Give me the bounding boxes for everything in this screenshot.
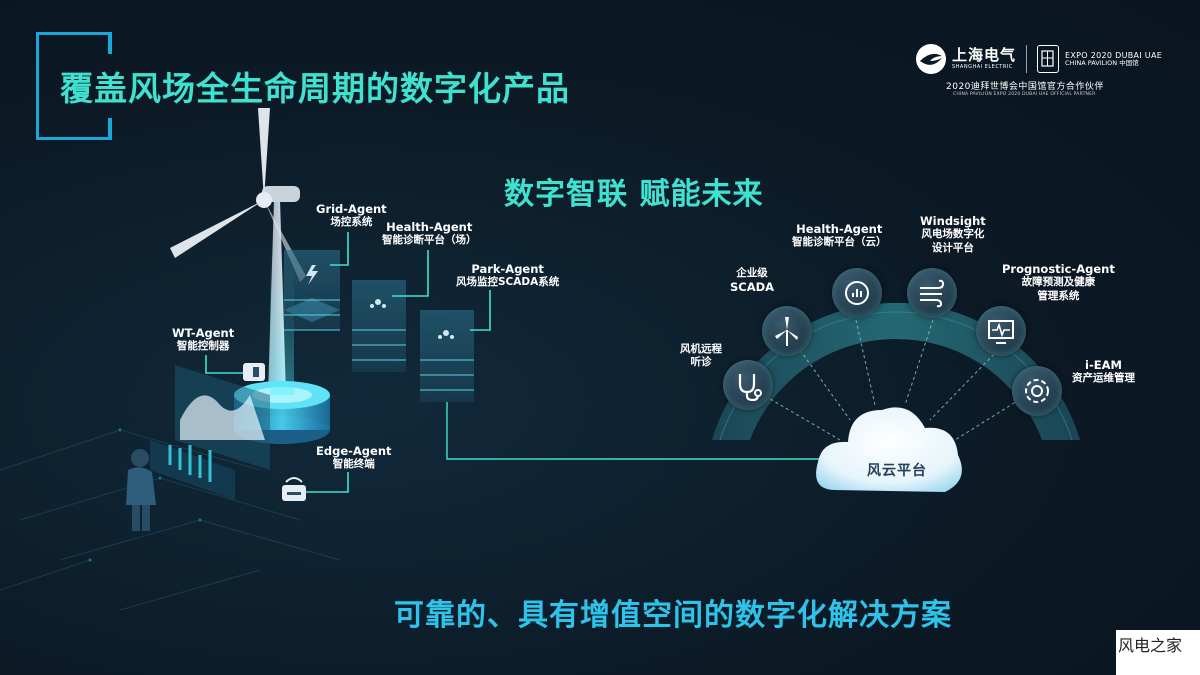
router-icon	[282, 477, 306, 501]
floor-grid	[0, 428, 341, 611]
title-bracket	[36, 32, 112, 140]
watermark-text: 风电之家	[1118, 636, 1183, 655]
network-icon	[370, 299, 386, 308]
tagline: 可靠的、具有增值空间的数字化解决方案	[394, 598, 952, 633]
china-pavilion-logo	[1037, 45, 1060, 73]
partner-text-cn: 2020迪拜世博会中国馆官方合作伙伴	[946, 82, 1104, 92]
park-agent-label: Park-Agent 风场监控SCADA系统	[456, 262, 560, 289]
health-agent-cloud-label: Health-Agent 智能诊断平台（云）	[792, 222, 887, 249]
cloud-shape	[816, 407, 962, 492]
windsight-label: Windsight 风电场数字化 设计平台	[920, 214, 986, 254]
server-stack-health	[352, 280, 406, 372]
analytics-icon	[832, 268, 882, 318]
stethoscope-icon	[723, 360, 773, 410]
controller-icon	[243, 363, 265, 381]
shanghai-electric-logo	[916, 44, 946, 74]
logo-group: 上海电气 SHANGHAI ELECTRIC EXPO 2020 DUBAI U…	[916, 44, 1166, 96]
label-connectors	[205, 232, 491, 493]
expo-title: EXPO 2020 DUBAI UAE	[1065, 50, 1163, 60]
lightning-icon	[306, 265, 318, 285]
remote-diagnosis-label: 风机远程 听诊	[680, 343, 722, 369]
wind-icon	[907, 268, 957, 318]
wind-turbine-icon	[762, 306, 812, 356]
data-panel	[150, 365, 270, 500]
shanghai-electric-en: SHANGHAI ELECTRIC	[952, 64, 1013, 70]
ieam-label: i-EAM 资产运维管理	[1072, 358, 1135, 385]
title-bracket-tick-top	[108, 32, 112, 54]
server-stack-park	[420, 310, 474, 402]
monitor-pulse-icon	[976, 306, 1026, 356]
person-figure	[126, 449, 156, 531]
enterprise-scada-label: 企业级 SCADA	[730, 267, 775, 295]
wt-agent-label: WT-Agent 智能控制器	[172, 326, 235, 353]
watermark-box: 风电之家	[1116, 630, 1200, 675]
shanghai-electric-name: 上海电气	[952, 46, 1017, 64]
logo-separator	[1026, 45, 1028, 73]
network-icon-2	[438, 330, 454, 339]
cloud-platform-label: 风云平台	[867, 463, 927, 479]
partner-text-en: CHINA PAVILION EXPO 2020 DUBAI UAE OFFIC…	[953, 92, 1096, 97]
title-bracket-tick-bottom	[108, 118, 112, 140]
expo-subtitle: CHINA PAVILION 中国馆	[1065, 58, 1139, 67]
gear-icon	[1012, 366, 1062, 416]
cloud-link	[446, 402, 820, 460]
prognostic-agent-label: Prognostic-Agent 故障预测及健康 管理系统	[1002, 262, 1115, 302]
slogan: 数字智联 赋能未来	[504, 177, 764, 212]
edge-agent-label: Edge-Agent 智能终端	[316, 444, 392, 471]
health-agent-field-label: Health-Agent 智能诊断平台（场）	[382, 220, 477, 247]
server-stack-grid	[284, 250, 340, 331]
grid-agent-label: Grid-Agent 场控系统	[316, 202, 387, 229]
page-title: 覆盖风场全生命周期的数字化产品	[60, 69, 570, 108]
